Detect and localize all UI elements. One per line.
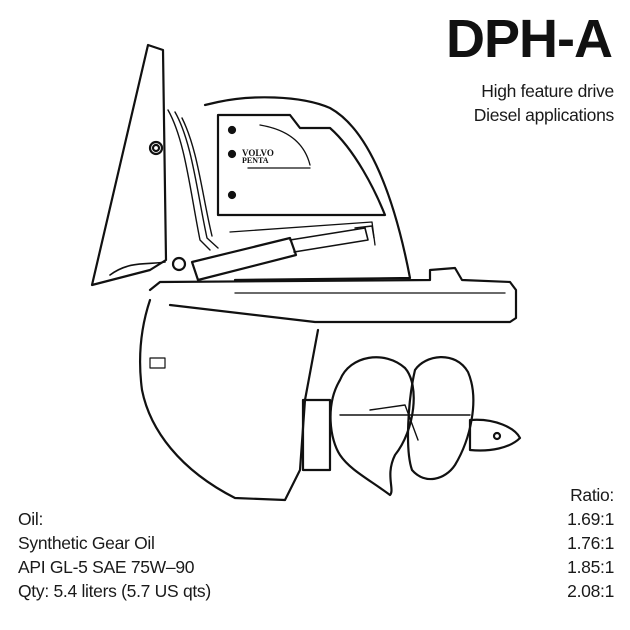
svg-text:PENTA: PENTA [242, 156, 269, 165]
ratio-value: 1.69:1 [567, 509, 614, 529]
propeller-front [329, 356, 415, 497]
ratio-value: 1.85:1 [567, 557, 614, 577]
subtitle-line-1: High feature drive [481, 81, 614, 101]
subtitle-line-2: Diesel applications [473, 105, 615, 125]
model-title: DPH-A [446, 9, 613, 69]
transom-plate [90, 43, 168, 287]
ratio-value: 1.76:1 [567, 533, 614, 553]
drive-cover [203, 96, 412, 282]
ratio-label: Ratio: [570, 485, 614, 505]
ratio-value: 2.08:1 [567, 581, 614, 601]
trim-cylinder [190, 236, 298, 282]
volvo-penta-logo: VOLVO [242, 148, 274, 158]
oil-label: Oil: [18, 509, 44, 529]
oil-spec: API GL-5 SAE 75W–90 [18, 557, 195, 577]
lower-unit [138, 298, 320, 502]
propeller-rear [406, 356, 475, 481]
oil-type: Synthetic Gear Oil [18, 533, 155, 553]
prop-cone [468, 418, 522, 452]
pivot-bolt [148, 140, 164, 156]
cavitation-plate [148, 266, 518, 324]
oil-quantity: Qty: 5.4 liters (5.7 US qts) [18, 581, 211, 601]
